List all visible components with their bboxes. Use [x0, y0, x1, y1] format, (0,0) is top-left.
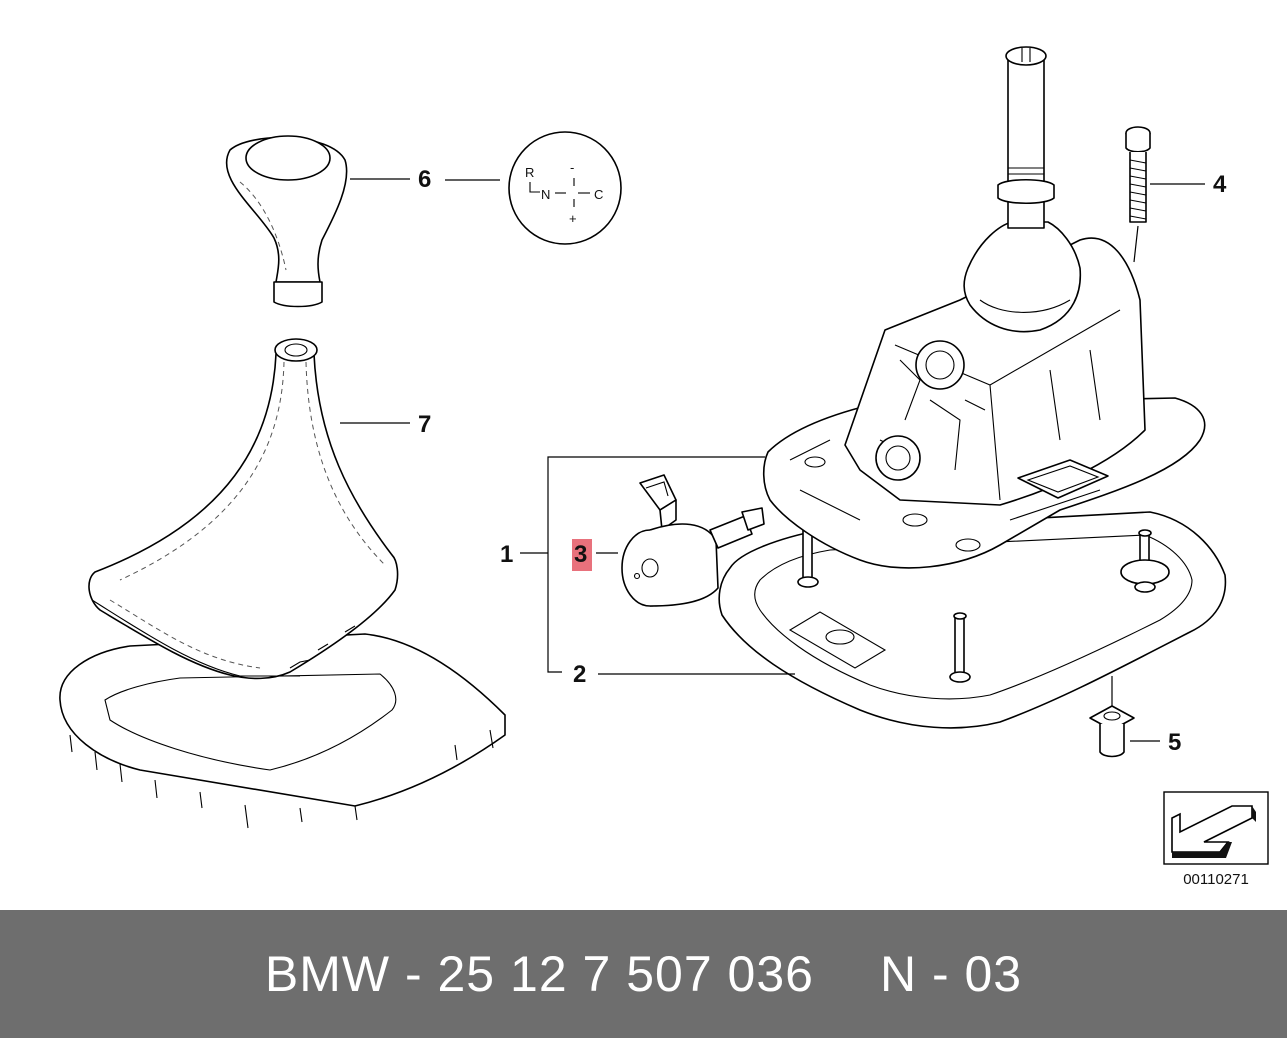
callout-3: 3	[574, 541, 587, 568]
orientation-box: 00110271	[1163, 791, 1269, 888]
part-number-footer: BMW - 25 12 7 507 036 N - 03	[0, 910, 1287, 1038]
callout-4: 4	[1213, 171, 1227, 198]
clip-nut	[1089, 676, 1135, 758]
diagram-canvas: R N - C +	[59, 46, 1269, 888]
gear-plus-label: +	[569, 211, 577, 226]
shift-pattern-badge: R N - C +	[508, 131, 622, 245]
callout-1: 1	[500, 541, 513, 568]
gear-r-label: R	[525, 165, 534, 180]
shift-boot-trim	[59, 338, 506, 829]
bolt	[1125, 126, 1151, 263]
gear-minus-label: -	[570, 160, 574, 175]
gear-knob	[225, 135, 348, 308]
callout-5: 5	[1168, 729, 1181, 756]
sensor-switch	[621, 474, 765, 607]
parts-diagram: R N - C +	[59, 46, 1269, 888]
gear-n-label: N	[541, 187, 550, 202]
callout-7: 7	[418, 411, 431, 438]
part-number: BMW - 25 12 7 507 036	[264, 946, 814, 1002]
gear-c-label: C	[594, 187, 603, 202]
callout-6: 6	[418, 166, 431, 193]
callout-2: 2	[573, 661, 586, 688]
base-plate	[718, 511, 1227, 729]
gear-shift-housing	[762, 46, 1206, 569]
callout-lines	[340, 178, 1205, 742]
image-number: 00110271	[1183, 871, 1249, 888]
callout-highlight	[572, 539, 592, 571]
diagram-position: N - 03	[879, 946, 1023, 1002]
